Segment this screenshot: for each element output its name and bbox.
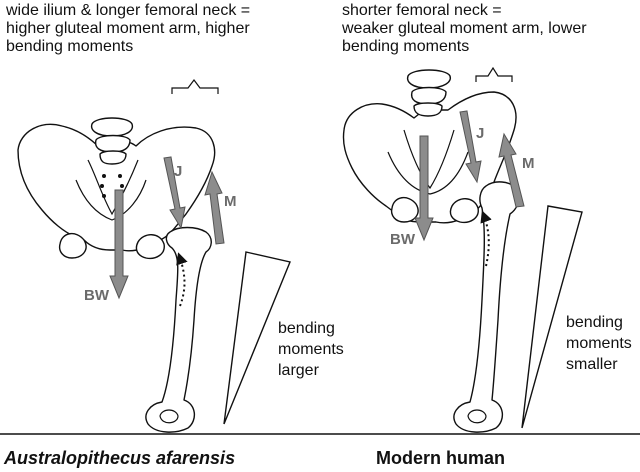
right-caption: Modern human <box>376 448 505 468</box>
left-m-label: M <box>224 193 237 210</box>
left-vertebra-3 <box>99 150 127 165</box>
right-obturator-left <box>390 197 419 223</box>
right-vertebra-2 <box>410 86 447 105</box>
left-sacrum <box>87 159 139 216</box>
right-vertebra-3 <box>413 102 443 117</box>
left-bending-label: bending moments larger <box>278 320 344 379</box>
right-bw-label: BW <box>390 231 416 248</box>
right-dotted-arrow <box>480 210 492 267</box>
left-caption: Australopithecus afarensis <box>4 448 236 468</box>
right-figure: BW J M <box>342 66 583 433</box>
left-j-label: J <box>174 163 182 180</box>
right-m-label: M <box>522 155 535 172</box>
left-bending-wedge <box>223 251 291 425</box>
right-femur-condyle <box>467 409 487 424</box>
left-bw-arrow <box>109 189 129 300</box>
left-sacral-dots <box>100 174 124 198</box>
left-brace <box>171 79 219 94</box>
right-inner-curve <box>387 151 469 195</box>
left-j-arrow <box>163 156 186 230</box>
left-femur <box>145 226 212 433</box>
left-obturator-left <box>58 233 87 259</box>
left-header-text: wide ilium & longer femoral neck = highe… <box>6 2 251 55</box>
left-obturator-right <box>135 234 165 260</box>
left-m-arrow <box>204 170 225 245</box>
right-j-arrow <box>459 110 482 184</box>
right-femur <box>453 181 520 433</box>
left-inner-curve <box>75 179 147 221</box>
right-obturator-right <box>449 198 479 224</box>
right-j-label: J <box>476 125 484 142</box>
right-sacrum <box>403 129 455 190</box>
right-vertebra-1 <box>406 69 451 89</box>
left-bw-label: BW <box>84 287 110 304</box>
left-vertebra-1 <box>90 117 134 137</box>
right-header-text: shorter femoral neck = weaker gluteal mo… <box>342 2 587 55</box>
right-bending-wedge <box>521 205 583 429</box>
left-femur-condyle <box>159 409 179 424</box>
right-m-arrow <box>498 132 525 208</box>
left-figure: BW J M <box>17 79 291 433</box>
left-vertebra-2 <box>94 134 131 153</box>
right-bw-arrow <box>414 135 434 242</box>
right-bending-label: bending moments smaller <box>566 314 632 373</box>
right-brace <box>475 66 513 82</box>
